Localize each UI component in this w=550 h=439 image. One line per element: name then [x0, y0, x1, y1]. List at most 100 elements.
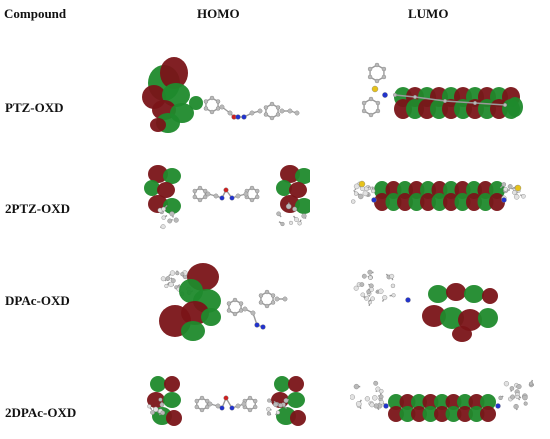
atom	[232, 297, 238, 303]
atom	[353, 285, 359, 291]
atom	[373, 403, 379, 409]
orbital-lobe	[480, 394, 496, 410]
atom	[238, 308, 244, 313]
atom	[247, 395, 253, 401]
orbital-lobe	[422, 406, 439, 422]
atom	[266, 406, 271, 412]
orbital-lobe	[163, 392, 181, 408]
atom	[515, 394, 520, 400]
header-homo: HOMO	[197, 6, 240, 21]
atom	[161, 215, 166, 220]
atom	[207, 401, 213, 407]
atom	[360, 292, 366, 298]
atom	[160, 276, 166, 282]
orbital-lobe	[160, 57, 188, 89]
atom	[257, 108, 263, 114]
atom	[294, 217, 299, 222]
atom	[168, 281, 174, 288]
bond	[444, 100, 476, 104]
atom	[161, 206, 166, 212]
atom	[373, 380, 379, 386]
orbital-lobe	[431, 193, 448, 211]
atom	[229, 195, 235, 201]
atom	[254, 194, 260, 200]
atom	[249, 185, 255, 191]
atom	[503, 381, 510, 387]
atom	[368, 112, 374, 118]
atom	[292, 206, 298, 212]
atom	[238, 301, 244, 306]
atom	[203, 106, 209, 111]
atom	[192, 188, 198, 194]
atom	[383, 403, 389, 409]
atom	[250, 310, 256, 316]
atom	[273, 401, 279, 408]
bond	[414, 96, 446, 102]
atom	[213, 193, 219, 199]
atom	[379, 389, 384, 394]
atom	[512, 190, 517, 195]
atom	[270, 300, 276, 305]
atom	[199, 395, 205, 401]
atom	[523, 401, 528, 406]
orbital-lobe	[478, 308, 498, 328]
orbital-lobe	[164, 376, 180, 392]
atom	[275, 410, 281, 415]
atom	[267, 398, 272, 403]
atom	[405, 297, 411, 303]
atom	[242, 306, 248, 312]
atom	[378, 288, 384, 294]
orbital-lobe	[411, 394, 427, 410]
atom	[223, 395, 229, 401]
atom	[258, 300, 264, 305]
atom	[160, 410, 165, 416]
atom	[165, 276, 171, 281]
orbital-lobe	[163, 168, 181, 184]
atom	[276, 211, 281, 217]
orbital-lobe	[480, 406, 496, 422]
atom	[203, 99, 209, 104]
atom	[369, 402, 375, 408]
atom	[510, 394, 516, 400]
atom	[235, 114, 241, 120]
orbital-lobe	[150, 376, 166, 392]
atom	[294, 110, 300, 116]
atom	[158, 397, 163, 402]
atom	[502, 103, 507, 108]
atom	[275, 112, 281, 117]
atom	[501, 197, 507, 203]
orbital-lobe	[274, 376, 290, 392]
orbital-lobe	[157, 182, 175, 198]
orbital-lobe	[144, 180, 160, 196]
orbital-lobe	[422, 305, 446, 327]
orbital-lobe	[295, 168, 310, 184]
orbital-lobe	[466, 193, 482, 211]
atom	[254, 188, 260, 194]
atom	[263, 105, 269, 110]
orbital-lobe	[388, 394, 404, 410]
atom	[252, 404, 258, 410]
atom	[254, 322, 260, 328]
atom	[413, 95, 418, 100]
orbital-lobe	[295, 198, 310, 214]
atom	[367, 66, 373, 72]
atom	[514, 184, 522, 192]
orbital-lobe	[446, 283, 466, 301]
orbital-image-ptz-oxd-lumo	[361, 62, 523, 119]
atom	[270, 293, 276, 298]
atom	[209, 95, 215, 101]
atom	[513, 194, 520, 200]
atom	[498, 395, 503, 401]
orbital-image-2ptz-oxd-lumo	[351, 180, 526, 211]
atom	[358, 180, 366, 188]
atom	[202, 188, 208, 194]
atom	[227, 110, 233, 116]
orbital-lobe	[150, 118, 166, 132]
orbital-lobe	[457, 394, 473, 410]
orbital-lobe	[287, 392, 305, 408]
atom	[249, 110, 255, 116]
atom	[472, 101, 477, 106]
atom	[529, 381, 534, 386]
orbital-lobe	[411, 406, 427, 422]
atom	[285, 203, 292, 210]
